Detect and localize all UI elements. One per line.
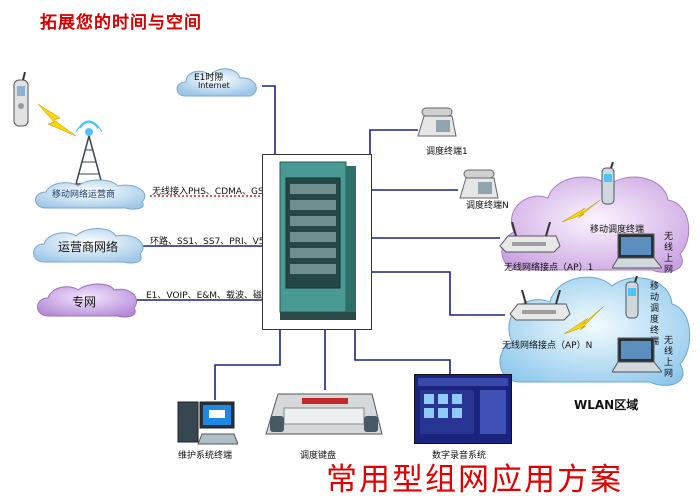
dispatch-keyboard-icon bbox=[262, 390, 384, 442]
dispatch-keyboard-label: 调度键盘 bbox=[300, 451, 337, 461]
laptop-1-icon bbox=[611, 232, 664, 272]
desk-phone-n-icon bbox=[456, 168, 500, 202]
switch-cabinet bbox=[262, 154, 372, 330]
dispatch-terminal-1-label: 调度终端1 bbox=[426, 147, 468, 157]
maintenance-terminal-label: 维护系统终端 bbox=[178, 451, 233, 461]
slogan-title: 拓展您的时间与空间 bbox=[40, 13, 202, 33]
mobile-phone-icon bbox=[6, 71, 36, 130]
digital-recording-label: 数字录音系统 bbox=[432, 451, 487, 461]
mobile-operator-cloud: 移动网络运营商 bbox=[30, 178, 154, 212]
access-point-n-label: 无线网络接点（AP）N bbox=[502, 341, 593, 351]
solution-title: 常用型组网应用方案 bbox=[326, 462, 623, 498]
mobile-dispatch-2-label: 移动调度终端 bbox=[650, 282, 660, 347]
cell-tower-icon bbox=[68, 118, 110, 186]
dispatch-terminal-n-label: 调度终端N bbox=[466, 201, 509, 211]
wireless-internet-1-label: 无线上网 bbox=[664, 232, 674, 275]
mobile-dispatch-phone-1-icon bbox=[598, 161, 618, 206]
wireless-access-label: 无线接入PHS、CDMA、GSM bbox=[152, 187, 272, 197]
carrier-network-cloud: 运营商网络 bbox=[30, 226, 150, 266]
e1-voip-label: E1、VOIP、E&M、载波、磁石 bbox=[146, 291, 272, 301]
loop-signaling-label: 环路、SS1、SS7、PRI、V5 bbox=[150, 237, 265, 247]
mobile-operator-label: 移动网络运营商 bbox=[52, 190, 116, 200]
access-point-1-label: 无线网络接点（AP）1 bbox=[504, 263, 594, 273]
private-network-label: 专网 bbox=[72, 295, 97, 309]
carrier-network-label: 运营商网络 bbox=[58, 240, 119, 254]
maintenance-pc-icon bbox=[176, 400, 239, 446]
mobile-dispatch-1-label: 移动调度终端 bbox=[590, 225, 645, 235]
mobile-dispatch-phone-2-icon bbox=[622, 275, 642, 320]
access-point-n-icon bbox=[508, 289, 572, 324]
private-network-cloud: 专网 bbox=[34, 282, 142, 320]
internet-cloud: E1时隙 Internet bbox=[172, 64, 264, 104]
wireless-internet-2-label: 无线上网 bbox=[664, 336, 674, 379]
wlan-area-label: WLAN区域 bbox=[574, 398, 639, 412]
laptop-2-icon bbox=[611, 336, 664, 376]
digital-recording-icon bbox=[414, 374, 512, 444]
desk-phone-1-icon bbox=[414, 106, 458, 140]
internet-label: Internet bbox=[198, 81, 230, 90]
access-point-1-icon bbox=[498, 221, 562, 256]
e1-timeslot-label: E1时隙 bbox=[194, 73, 224, 83]
